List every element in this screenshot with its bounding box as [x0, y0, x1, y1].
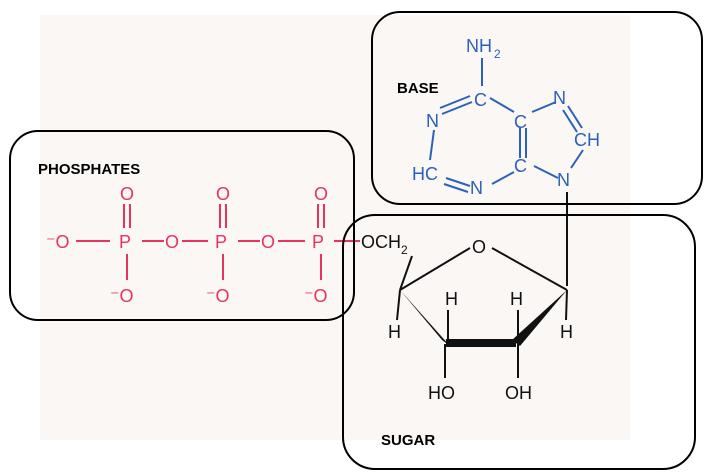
atom-o-minus-bottom-2: ⁻O — [206, 286, 230, 306]
atom-ho: HO — [428, 383, 455, 403]
atom-p-1: P — [119, 232, 131, 252]
phosphate-group — [76, 204, 360, 280]
bond-ch2-c4 — [399, 255, 413, 291]
atom-oh: OH — [505, 383, 532, 403]
bond-c4-o4 — [399, 247, 471, 291]
bond-n1-c2 — [429, 129, 435, 161]
atom-o-bridge-2: O — [261, 232, 275, 252]
atom-h-c2-top: H — [510, 289, 523, 309]
bond-c8-n9 — [570, 149, 584, 169]
atom-o-top-3: O — [314, 184, 328, 204]
double-bond-c2-n3-a — [445, 177, 471, 187]
atom-c6: C — [474, 90, 487, 110]
wedge-bond-c1-c2 — [512, 290, 567, 346]
atom-h-c4: H — [388, 322, 401, 342]
bold-bond-c3-c2 — [446, 339, 516, 347]
atom-o-minus-bottom-3: ⁻O — [304, 286, 328, 306]
atom-p-3: P — [312, 232, 324, 252]
atom-n1: N — [426, 111, 439, 131]
atom-o-minus-bottom-1: ⁻O — [110, 286, 134, 306]
atom-och-subscript: 2 — [401, 243, 408, 257]
atom-o4-ring: O — [472, 237, 486, 257]
atom-c5: C — [514, 112, 527, 132]
base-region-outline — [371, 11, 703, 205]
adenine-atoms: NH 2 C N C N CH HC C N N — [412, 36, 600, 198]
double-bond-n1-c6-b — [441, 101, 473, 115]
bond-n3-c4 — [491, 171, 515, 185]
sugar-region-outline — [342, 214, 696, 470]
atom-nh2-subscript: 2 — [494, 47, 501, 61]
atom-n3: N — [470, 178, 483, 198]
bond-c4-n9 — [533, 165, 559, 179]
atom-o-bridge-1: O — [165, 232, 179, 252]
atom-c4: C — [514, 156, 527, 176]
atom-c8-ch: CH — [574, 130, 600, 150]
atom-h-c1: H — [560, 322, 573, 342]
double-bond-n7-c8-a — [567, 105, 583, 129]
bond-c4-h — [396, 289, 401, 321]
atom-c2-hc: HC — [412, 164, 438, 184]
atom-n7: N — [553, 88, 566, 108]
ribose-atoms: O H H H H HO OH — [388, 237, 573, 403]
phosphates-region-outline — [9, 130, 355, 321]
atom-o-top-1: O — [120, 184, 134, 204]
double-bond-n7-c8-b — [562, 109, 578, 133]
atom-p-2: P — [215, 232, 227, 252]
adenine-bonds — [429, 58, 584, 193]
atom-o-minus-1: ⁻O — [46, 232, 70, 252]
double-bond-n1-c6-a — [439, 95, 471, 109]
bond-o4-c1 — [491, 247, 568, 291]
phosphates-label: PHOSPHATES — [38, 161, 140, 178]
double-bond-c2-n3-b — [443, 183, 469, 193]
atom-n9: N — [557, 170, 570, 190]
atom-nh2: NH — [466, 36, 492, 56]
ester-linkage: OCH 2 — [361, 232, 408, 257]
figure-background — [40, 15, 630, 440]
atom-h-c3-top: H — [445, 289, 458, 309]
bond-c6-c5 — [489, 97, 515, 113]
sugar-label: SUGAR — [381, 432, 435, 449]
phosphate-atoms: ⁻O P O P O P O O O ⁻O ⁻O ⁻O — [46, 184, 328, 306]
atom-och: OCH — [361, 232, 401, 252]
atom-o-top-2: O — [216, 184, 230, 204]
wedge-bond-c4-c3 — [400, 290, 450, 346]
base-label: BASE — [397, 80, 439, 97]
bond-c1-h — [565, 289, 568, 321]
bond-c5-n7 — [531, 101, 557, 113]
